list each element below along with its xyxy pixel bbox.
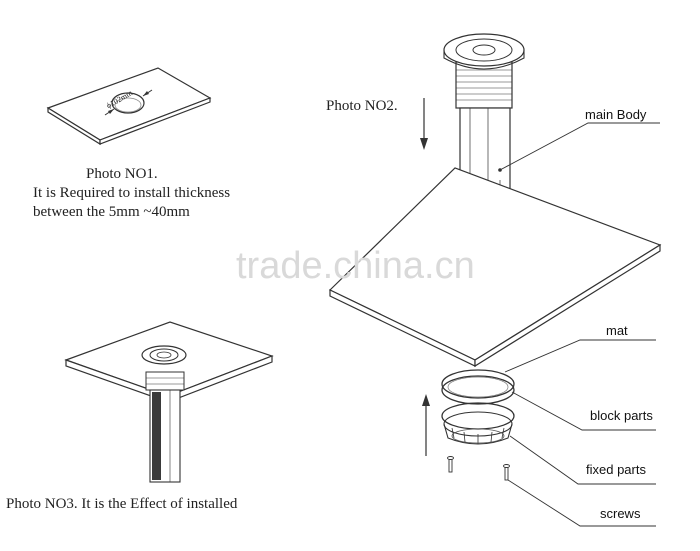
insert-direction-arrow (420, 98, 428, 150)
photo3-caption: Photo NO3. It is the Effect of installed (6, 496, 238, 512)
watermark: trade.china.cn (236, 245, 475, 287)
photo2-title: Photo NO2. (326, 98, 398, 114)
screws-label: screws (600, 506, 641, 521)
block-ring-part (441, 369, 515, 405)
mat-label: mat (606, 323, 628, 338)
block-parts-label: block parts (590, 408, 653, 423)
main-body-label: main Body (585, 107, 647, 122)
mat-panel (328, 167, 662, 368)
photo1-plate-figure: ϕ102mm (46, 67, 212, 146)
photo1-note-line1: It is Required to install thickness (33, 185, 230, 201)
photo3-installed-figure (64, 321, 274, 483)
fixed-parts-label: fixed parts (586, 462, 646, 477)
leader-lines (499, 122, 660, 527)
photo1-title: Photo NO1. (86, 166, 158, 182)
fixed-nut-part (441, 402, 515, 445)
assembly-direction-arrow (422, 394, 430, 456)
screws-part (447, 456, 510, 481)
photo1-note-line2: between the 5mm ~40mm (33, 204, 190, 220)
